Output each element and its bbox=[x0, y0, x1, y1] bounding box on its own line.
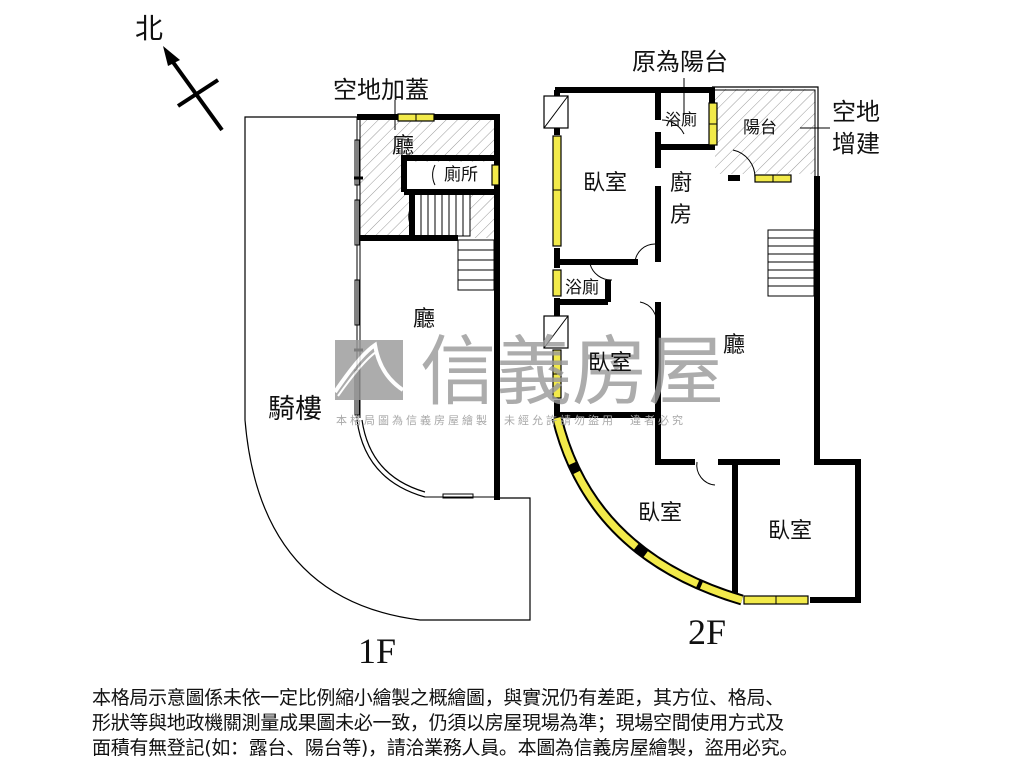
duct-box-mid-icon bbox=[543, 315, 569, 349]
brand-logo-icon bbox=[333, 340, 405, 400]
north-compass-icon bbox=[163, 46, 224, 132]
room-2f-bedroom-curve: 臥室 bbox=[638, 501, 682, 526]
toilet-door-icon bbox=[432, 164, 436, 186]
window-1f-toilet bbox=[491, 164, 500, 186]
disclaimer-line-1: 本格局示意圖係未依一定比例縮小繪製之概繪圖，與實況仍有差距，其方位、格局、 bbox=[92, 687, 784, 709]
stairs-2f-icon bbox=[767, 229, 815, 297]
duct-box-top-icon bbox=[543, 95, 569, 129]
watermark-notice: 本格局圖為信義房屋繪製 未經允許請勿盜用 違者必究 bbox=[336, 413, 686, 427]
stair-door-icon bbox=[408, 204, 413, 229]
annotation-extension-line1: 空地 bbox=[832, 98, 880, 126]
floor-2f bbox=[543, 78, 861, 606]
watermark: 信義房屋 本格局圖為信義房屋繪製 未經允許請勿盜用 違者必究 bbox=[333, 327, 724, 427]
sliding-doors-1f-south bbox=[425, 493, 495, 499]
room-1f-living-main: 廳 bbox=[413, 307, 435, 332]
room-2f-kitchen-line2: 房 bbox=[670, 203, 692, 228]
room-2f-bath-top: 浴廁 bbox=[665, 110, 697, 129]
room-1f-toilet: 廁所 bbox=[444, 164, 478, 185]
watermark-brand: 信義房屋 bbox=[420, 327, 724, 416]
room-2f-balcony: 陽台 bbox=[743, 118, 777, 138]
room-1f-living-upper: 廳 bbox=[392, 134, 414, 159]
stairs-1f-lower-icon bbox=[457, 239, 495, 291]
annotation-former-balcony: 原為陽台 bbox=[632, 48, 728, 76]
room-2f-kitchen-line1: 廚 bbox=[670, 171, 692, 196]
disclaimer-line-3: 面積有無登記(如：露台、陽台等)，請洽業務人員。本圖為信義房屋繪製，盜用必究。 bbox=[92, 737, 799, 759]
floor-label-1f: 1F bbox=[358, 631, 396, 671]
north-label: 北 bbox=[135, 12, 163, 45]
arcade-outline bbox=[244, 116, 531, 621]
room-2f-living: 廳 bbox=[723, 333, 745, 358]
curved-window-2f bbox=[553, 417, 743, 604]
window-2f-bedroom-west bbox=[552, 135, 562, 247]
annotation-added-structure: 空地加蓋 bbox=[333, 76, 429, 104]
stairs-1f-upper-icon bbox=[413, 193, 471, 237]
annotation-extension-line2: 增建 bbox=[832, 130, 880, 158]
window-2f-bath bbox=[552, 269, 562, 297]
room-2f-bath-mid: 浴廁 bbox=[565, 277, 599, 298]
room-2f-bedroom-se: 臥室 bbox=[768, 519, 812, 544]
floor-label-2f: 2F bbox=[688, 612, 726, 652]
room-1f-arcade: 騎樓 bbox=[268, 394, 322, 425]
balcony-hatch bbox=[715, 89, 815, 174]
disclaimer-line-2: 形狀等與地政機關測量成果圖未必一致，仍須以房屋現場為準；現場空間使用方式及 bbox=[92, 712, 784, 734]
doors-2f bbox=[589, 119, 756, 486]
disclaimer-text: 本格局示意圖係未依一定比例縮小繪製之概繪圖，與實況仍有差距，其方位、格局、 形狀… bbox=[92, 686, 952, 761]
room-2f-bedroom-nw: 臥室 bbox=[583, 171, 627, 196]
